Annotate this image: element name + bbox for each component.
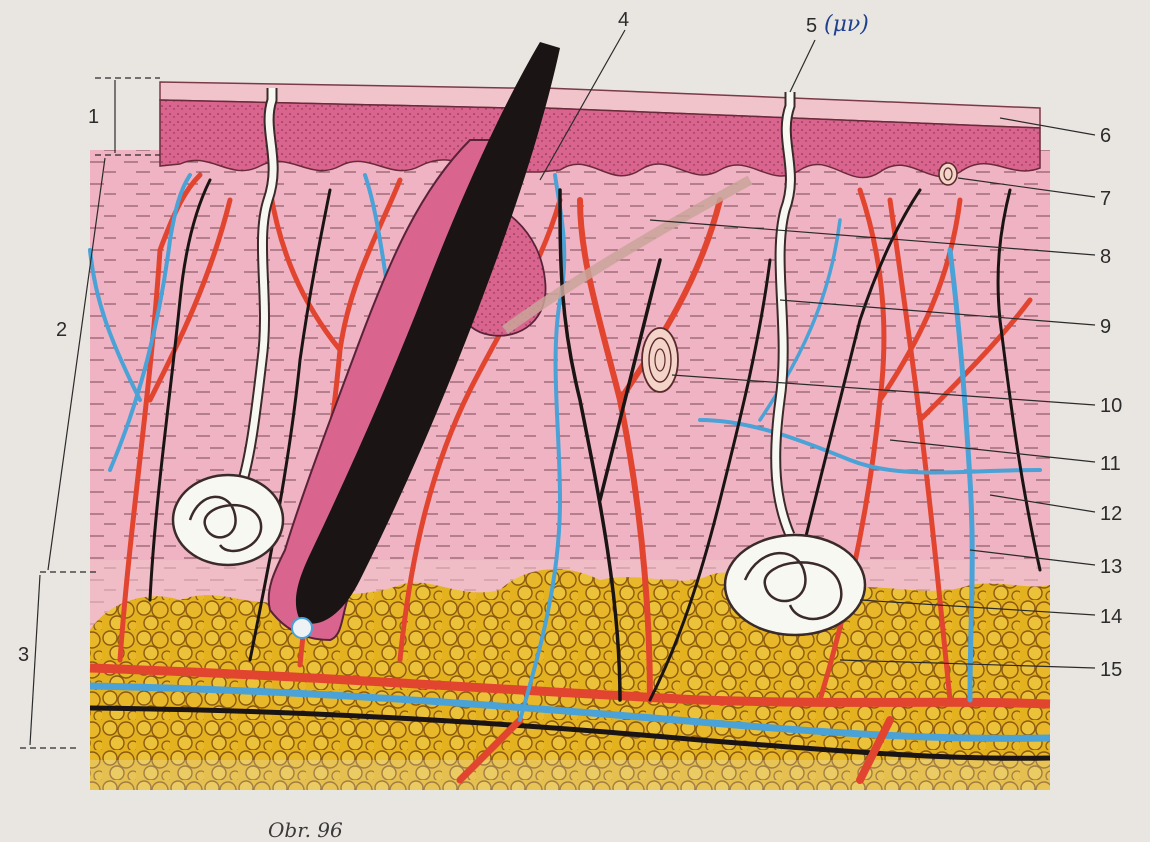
layer-label-hypodermis: 3 — [18, 645, 29, 665]
part-label-13: 13 — [1100, 557, 1122, 577]
part-label-10: 10 — [1100, 396, 1122, 416]
part-label-5: 5 — [806, 16, 817, 36]
layer-label-epidermis: 1 — [88, 107, 99, 127]
figure-caption: Obr. 96 — [268, 818, 343, 842]
sweat-gland-coil-right — [725, 535, 865, 635]
part-label-15: 15 — [1100, 660, 1122, 680]
part-label-9: 9 — [1100, 317, 1111, 337]
part-label-4: 4 — [618, 10, 629, 30]
handwritten-note: (μν) — [824, 12, 869, 37]
part-label-7: 7 — [1100, 189, 1111, 209]
pacinian-corpuscle — [642, 328, 678, 392]
meissner-corpuscle — [939, 163, 957, 185]
sweat-gland-coil-left — [173, 475, 283, 565]
part-label-8: 8 — [1100, 247, 1111, 267]
hair-papilla — [292, 618, 312, 638]
part-label-6: 6 — [1100, 126, 1111, 146]
layer-label-dermis: 2 — [56, 320, 67, 340]
part-label-14: 14 — [1100, 607, 1122, 627]
part-label-11: 11 — [1100, 454, 1121, 474]
part-label-12: 12 — [1100, 504, 1122, 524]
